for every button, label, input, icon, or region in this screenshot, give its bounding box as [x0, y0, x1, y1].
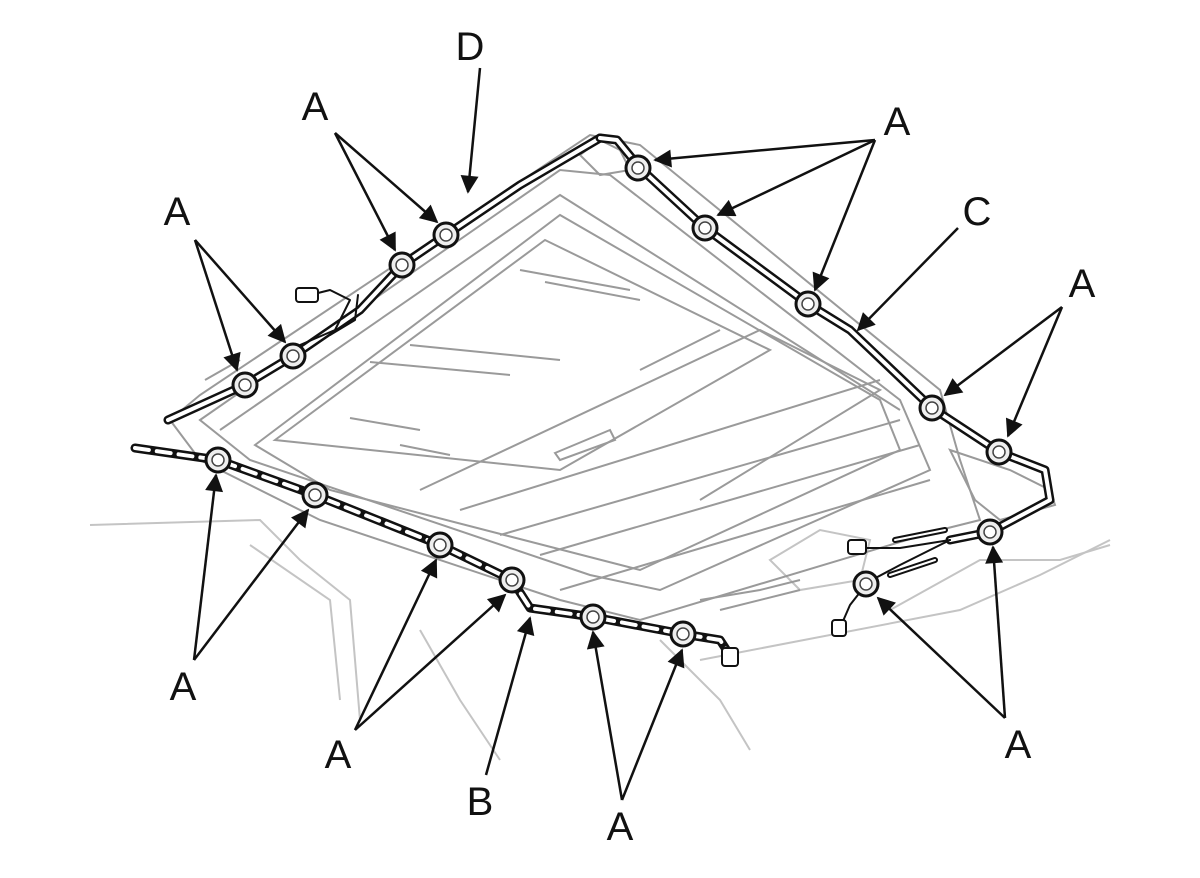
leader-arrow-2 [856, 227, 959, 332]
label-a-bottom-center-left: A [325, 733, 352, 777]
clip-8-center [925, 401, 939, 415]
clip-7-center [801, 297, 815, 311]
harness-d [163, 133, 605, 425]
leader-arrow-14 [193, 508, 310, 661]
leader-arrow-16 [354, 593, 507, 731]
leader-arrow-10 [812, 139, 877, 292]
clip-1-center [238, 378, 252, 392]
clip-11-center [859, 577, 873, 591]
label-a-bottom-center: A [607, 805, 634, 849]
leader-arrow-8 [653, 138, 876, 168]
label-b: B [467, 780, 494, 824]
leader-arrow-5 [334, 132, 439, 224]
clip-4-center [439, 228, 453, 242]
leader-arrow-13 [192, 473, 224, 661]
clip-9-center [992, 445, 1006, 459]
label-a-left: A [164, 190, 191, 234]
clip-10-center [983, 525, 997, 539]
leader-arrow-3 [484, 616, 535, 776]
leader-arrow-19 [876, 596, 1006, 719]
label-a-top-right: A [884, 100, 911, 144]
leader-arrow-15 [353, 558, 438, 731]
clips [204, 154, 1013, 648]
clip-17-center [676, 627, 690, 641]
leader-arrow-17 [586, 630, 624, 801]
harness-b [130, 443, 739, 667]
clip-15-center [505, 573, 519, 587]
leader-arrow-18 [620, 648, 685, 801]
leader-arrow-12 [1005, 306, 1064, 438]
clip-16-center [586, 610, 600, 624]
leader-arrow-7 [194, 239, 287, 344]
leader-arrow-11 [943, 306, 1063, 397]
sunroof-frame [168, 133, 1057, 622]
leader-arrow-4 [333, 132, 397, 252]
leader-arrows [192, 67, 1064, 801]
clip-2-center [286, 349, 300, 363]
clip-12-center [211, 453, 225, 467]
clip-5-center [631, 161, 645, 175]
clip-13-center [308, 488, 322, 502]
leader-arrow-9 [716, 138, 876, 217]
leader-arrow-1 [460, 67, 482, 194]
clip-3-center [395, 258, 409, 272]
label-c: C [963, 190, 992, 234]
leader-arrow-6 [193, 239, 241, 372]
clip-14-center [433, 538, 447, 552]
leader-arrow-20 [985, 545, 1007, 719]
clip-6-center [698, 221, 712, 235]
label-a-right: A [1069, 262, 1096, 306]
label-a-bottom-right: A [1005, 723, 1032, 767]
label-a-bottom-left: A [170, 665, 197, 709]
label-a-top-left: A [302, 85, 329, 129]
label-d: D [456, 25, 485, 69]
vehicle-body-outline [89, 518, 1111, 761]
